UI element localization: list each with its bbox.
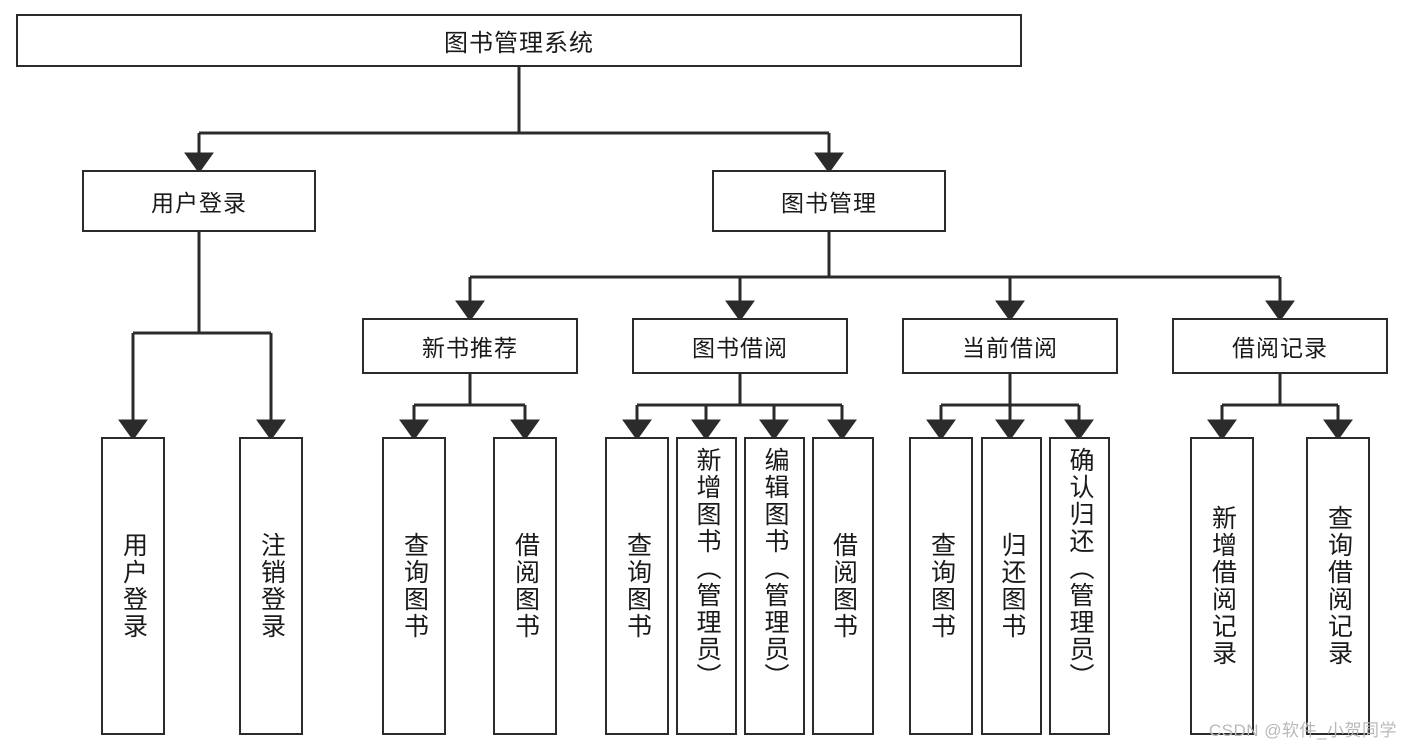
leaf-label: 新增借阅记录 bbox=[1208, 505, 1237, 667]
node-borrow-record[interactable]: 借阅记录 bbox=[1172, 318, 1388, 374]
node-book-borrowing[interactable]: 图书借阅 bbox=[632, 318, 848, 374]
leaf-logout[interactable]: 注销登录 bbox=[239, 437, 303, 735]
leaf-label: 查询图书 bbox=[927, 532, 956, 640]
leaf-label: 确认归还（管理员） bbox=[1066, 447, 1094, 690]
leaf-label: 借阅图书 bbox=[511, 532, 540, 640]
node-label: 当前借阅 bbox=[962, 335, 1058, 361]
leaf-label: 归还图书 bbox=[998, 532, 1026, 640]
leaf-label: 查询图书 bbox=[400, 532, 429, 640]
leaf-label: 注销登录 bbox=[257, 532, 286, 640]
node-label: 图书管理系统 bbox=[444, 30, 594, 57]
leaf-borrow-book[interactable]: 借阅图书 bbox=[812, 437, 874, 735]
leaf-label: 新增图书（管理员） bbox=[693, 447, 721, 690]
leaf-add-borrow-record[interactable]: 新增借阅记录 bbox=[1190, 437, 1254, 735]
node-root-book-management-system[interactable]: 图书管理系统 bbox=[16, 14, 1022, 67]
node-label: 图书借阅 bbox=[692, 335, 788, 361]
node-label: 用户登录 bbox=[151, 190, 247, 216]
leaf-label: 借阅图书 bbox=[829, 532, 858, 640]
leaf-query-book-current[interactable]: 查询图书 bbox=[909, 437, 973, 735]
leaf-query-book-new[interactable]: 查询图书 bbox=[382, 437, 446, 735]
leaf-borrow-book-new[interactable]: 借阅图书 bbox=[493, 437, 557, 735]
node-new-book-recommendation[interactable]: 新书推荐 bbox=[362, 318, 578, 374]
node-current-borrowing[interactable]: 当前借阅 bbox=[902, 318, 1118, 374]
node-book-management[interactable]: 图书管理 bbox=[712, 170, 946, 232]
node-label: 新书推荐 bbox=[422, 335, 518, 361]
leaf-edit-book-admin[interactable]: 编辑图书（管理员） bbox=[744, 437, 805, 735]
leaf-query-book-borrow[interactable]: 查询图书 bbox=[605, 437, 669, 735]
leaf-return-book[interactable]: 归还图书 bbox=[981, 437, 1042, 735]
leaf-label: 查询借阅记录 bbox=[1324, 505, 1353, 667]
leaf-label: 用户登录 bbox=[119, 532, 148, 640]
leaf-query-borrow-record[interactable]: 查询借阅记录 bbox=[1306, 437, 1370, 735]
node-user-login[interactable]: 用户登录 bbox=[82, 170, 316, 232]
csdn-watermark: CSDN @软件_小贺同学 bbox=[1208, 721, 1397, 740]
leaf-add-book-admin[interactable]: 新增图书（管理员） bbox=[676, 437, 737, 735]
leaf-user-login[interactable]: 用户登录 bbox=[101, 437, 165, 735]
leaf-label: 查询图书 bbox=[623, 532, 652, 640]
leaf-label: 编辑图书（管理员） bbox=[761, 447, 789, 690]
node-label: 图书管理 bbox=[781, 190, 877, 216]
node-label: 借阅记录 bbox=[1232, 335, 1328, 361]
leaf-confirm-return-admin[interactable]: 确认归还（管理员） bbox=[1049, 437, 1110, 735]
